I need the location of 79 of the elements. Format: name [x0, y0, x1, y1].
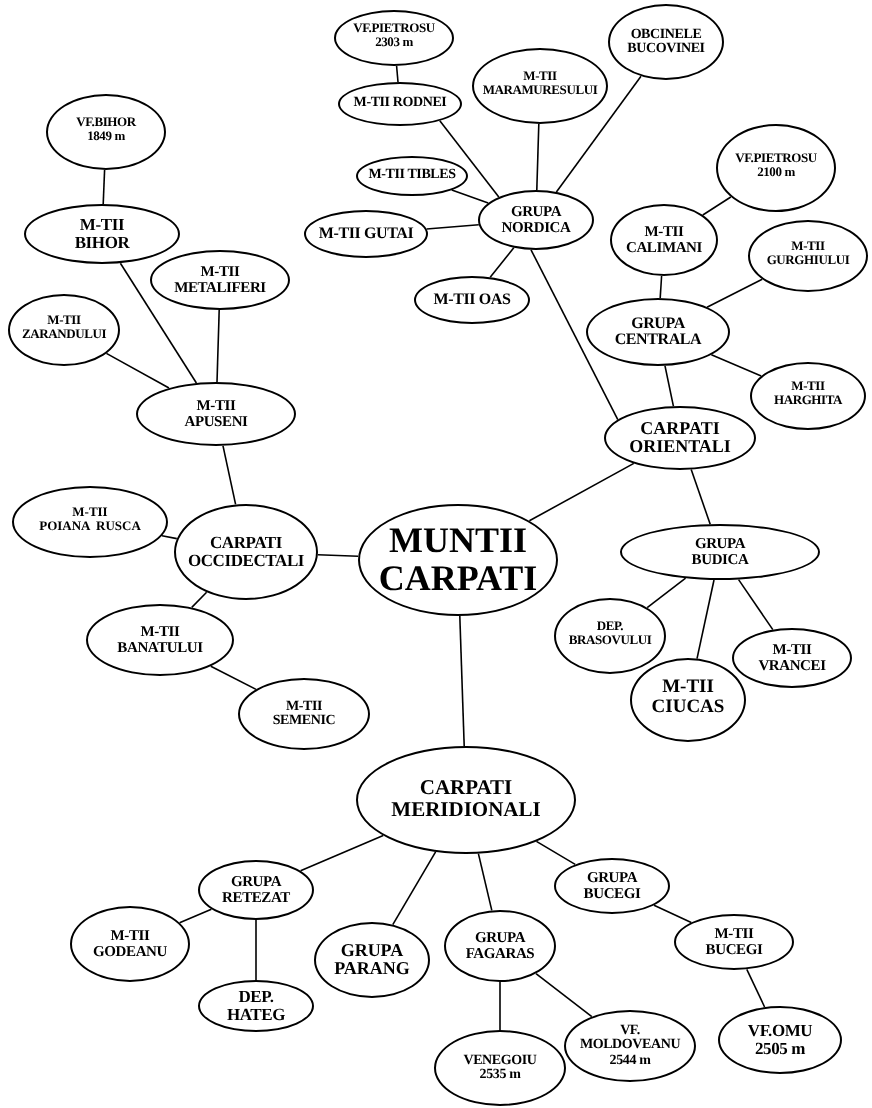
node-label: GRUPA CENTRALA — [614, 315, 702, 349]
ellipse-node — [434, 1030, 566, 1106]
connector-line — [317, 554, 359, 557]
ellipse-node — [674, 914, 794, 970]
connector-line — [178, 908, 213, 924]
ellipse-node — [472, 48, 608, 124]
connector-line — [477, 852, 493, 912]
connector-line — [255, 919, 257, 981]
ellipse-node — [630, 658, 746, 742]
connector-line — [499, 981, 501, 1031]
ellipse-node — [604, 406, 756, 470]
node-label: M-TII OAS — [433, 291, 511, 309]
node-label: GRUPA PARANG — [334, 941, 410, 979]
node-label: M-TII CIUCAS — [651, 680, 725, 720]
connector-line — [737, 578, 774, 631]
connector-line — [664, 365, 675, 407]
ellipse-node — [150, 250, 290, 310]
connector-line — [425, 224, 480, 230]
ellipse-node — [174, 504, 318, 600]
connector-line — [105, 352, 170, 389]
connector-line — [659, 275, 663, 299]
connector-line — [392, 851, 437, 926]
ellipse-node — [70, 906, 190, 982]
ellipse-node — [586, 298, 730, 366]
ellipse-node — [198, 860, 314, 920]
ellipse-node — [444, 910, 556, 982]
node-label: VF.OMU 2505 m — [747, 1022, 813, 1058]
ellipse-node — [198, 980, 314, 1032]
ellipse-node — [750, 362, 866, 430]
connector-line — [690, 468, 711, 525]
ellipse-node — [716, 124, 836, 212]
node-label: M-TII BIHOR — [74, 216, 130, 252]
connector-line — [119, 262, 198, 384]
node-label: CARPATI OCCIDECTALI — [187, 534, 305, 570]
ellipse-node — [414, 276, 530, 324]
ellipse-node — [478, 190, 594, 250]
ellipse-node — [564, 1010, 696, 1082]
node-label: CARPATI MERIDIONALI — [391, 777, 541, 823]
node-label: DEP. HATEG — [226, 988, 286, 1024]
connector-line — [222, 445, 237, 506]
connector-line — [706, 278, 763, 308]
node-label: CARPATI ORIENTALI — [629, 419, 731, 457]
connector-line — [646, 577, 687, 609]
node-label: M-TII GUTAI — [318, 225, 414, 243]
connector-line — [746, 968, 766, 1008]
ellipse-node — [732, 628, 852, 688]
ellipse-node — [24, 204, 180, 264]
connector-line — [489, 247, 515, 278]
connector-line — [702, 196, 732, 216]
connector-line — [535, 840, 576, 866]
connector-line — [439, 120, 500, 198]
connector-line — [216, 309, 220, 383]
node-label: MUNTII CARPATI — [378, 522, 538, 598]
connector-line — [653, 904, 692, 924]
connector-line — [451, 189, 489, 204]
connector-line — [696, 579, 715, 660]
ellipse-node — [554, 858, 670, 914]
connector-line — [528, 462, 635, 522]
ellipse-node — [608, 4, 724, 80]
connector-line — [395, 65, 399, 83]
ellipse-node — [12, 486, 168, 558]
connector-line — [535, 972, 593, 1018]
ellipse-node — [8, 294, 120, 366]
connector-line — [536, 123, 540, 191]
connector-line — [210, 665, 257, 691]
connector-line — [459, 615, 465, 747]
ellipse-node — [356, 156, 468, 196]
connector-line — [161, 535, 178, 540]
connector-line — [191, 591, 208, 609]
connector-line — [555, 75, 642, 193]
ellipse-node — [314, 922, 430, 998]
connector-line — [530, 249, 619, 421]
ellipse-node — [748, 220, 868, 292]
ellipse-node — [610, 204, 718, 276]
ellipse-node — [238, 678, 370, 750]
ellipse-node — [554, 598, 666, 674]
connector-line — [102, 169, 106, 205]
connector-line — [710, 354, 762, 377]
connector-line — [299, 834, 384, 872]
